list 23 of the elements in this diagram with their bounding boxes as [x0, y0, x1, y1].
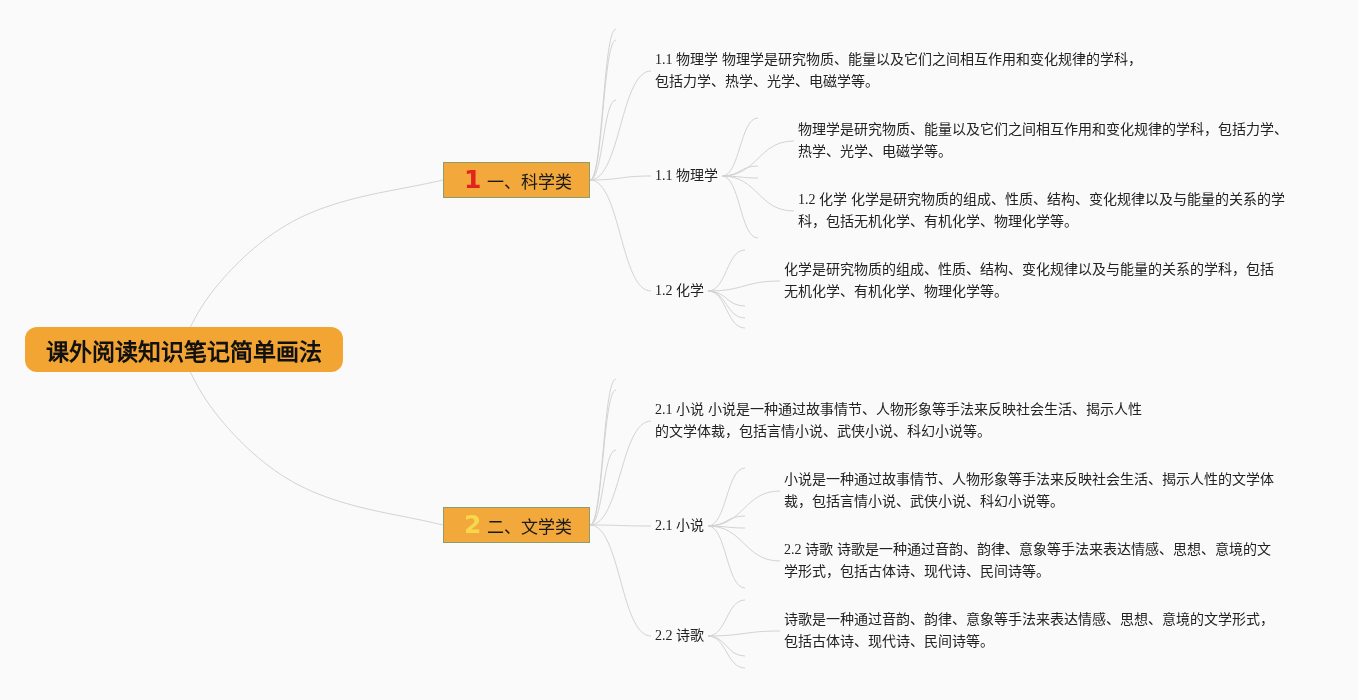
note-text: 化学是研究物质的组成、性质、结构、变化规律以及与能量的关系的学科，包括无机化学、有机化学、物理化学等。: [784, 261, 1275, 301]
note-text: 小说是一种通过故事情节、人物形象等手法来反映社会生活、揭示人性的文学体裁，包括言情小说、武侠小说、科幻小说等。: [784, 471, 1275, 511]
subtopic-label: 1.1 物理学: [655, 168, 718, 183]
subtopic-label: 1.2 化学: [655, 283, 704, 298]
note-text: 2.1 小说 小说是一种通过故事情节、人物形象等手法来反映社会生活、揭示人性的文学体裁，包括言情小说、武侠小说、科幻小说等。: [655, 401, 1143, 441]
central-topic: [25, 327, 343, 372]
topic-title: 二、文学类: [487, 515, 573, 538]
note-text: 物理学是研究物质、能量以及它们之间相互作用和变化规律的学科，包括力学、热学、光学、电磁学等。: [798, 121, 1289, 161]
branch-line: [189, 179, 444, 328]
note-text: 1.2 化学 化学是研究物质的组成、性质、结构、变化规律以及与能量的关系的学科，包括无机化学、有机化学、物理化学等。: [798, 191, 1286, 231]
subtopic-label: 2.2 诗歌: [655, 628, 704, 643]
branch-line: [189, 371, 444, 526]
main-topic: [443, 507, 590, 543]
topic-title: 课外阅读知识笔记简单画法: [46, 337, 322, 367]
main-topic: [443, 162, 590, 198]
note-text: 诗歌是一种通过音韵、韵律、意象等手法来表达情感、思想、意境的文学形式，包括古体诗、现代诗、民间诗等。: [784, 611, 1274, 651]
note-text: 2.2 诗歌 诗歌是一种通过音韵、韵律、意象等手法来表达情感、思想、意境的文学形式，包括古体诗、现代诗、民间诗等。: [784, 541, 1272, 581]
branch-line: [589, 524, 652, 637]
topic-title: 一、科学类: [487, 170, 573, 193]
branch-line: [589, 179, 652, 292]
note-text: 1.1 物理学 物理学是研究物质、能量以及它们之间相互作用和变化规律的学科，包括力学、热学、光学、电磁学等。: [655, 51, 1143, 91]
subtopic-label: 2.1 小说: [655, 518, 704, 533]
priority-number: 1: [464, 166, 482, 194]
